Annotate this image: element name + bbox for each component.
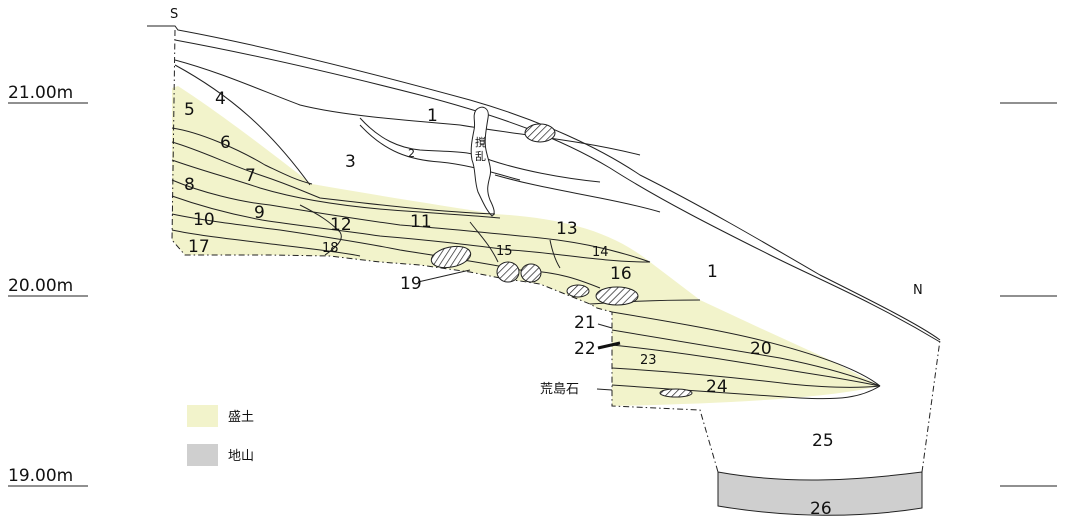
leader-stone <box>596 388 613 391</box>
stone-6 <box>595 286 639 306</box>
layer-label-13: 13 <box>556 219 578 239</box>
layer-label-26: 26 <box>810 499 832 519</box>
layer-label-14: 14 <box>592 245 609 260</box>
stone-2 <box>430 245 472 269</box>
layer-label-20: 20 <box>750 339 772 359</box>
stone-5 <box>566 284 590 298</box>
layer-label-15: 15 <box>496 244 513 259</box>
layer-label-7: 7 <box>245 166 256 186</box>
leader-21 <box>597 323 613 329</box>
layer-label-24: 24 <box>706 377 728 397</box>
layer-label-3: 3 <box>345 152 356 172</box>
leader-22 <box>597 341 621 350</box>
legend-label-fill: 盛土 <box>228 410 254 425</box>
disturbance-pit <box>470 106 495 217</box>
legend-label-bedrock: 地山 <box>228 449 254 464</box>
stone-name-label: 荒島石 <box>540 382 579 397</box>
bedrock-area <box>717 471 923 516</box>
elev-label-21: 21.00m <box>8 83 73 103</box>
layer-label-9: 9 <box>254 203 265 223</box>
legend-swatch-fill <box>187 405 218 427</box>
elev-label-20: 20.00m <box>8 276 73 296</box>
layer-label-16: 16 <box>610 264 632 284</box>
stone-1 <box>524 123 556 143</box>
layer-label-18: 18 <box>322 241 339 256</box>
disturbance-label-1: 撹 <box>475 135 486 149</box>
layer-label-1-north: 1 <box>707 262 718 282</box>
layer-label-21: 21 <box>574 313 596 333</box>
stone-4 <box>520 263 542 283</box>
legend-swatch-bedrock <box>187 444 218 466</box>
stone-3 <box>496 261 520 283</box>
leader-19 <box>417 269 471 283</box>
layer-label-22: 22 <box>574 339 596 359</box>
layer-label-5: 5 <box>184 100 195 120</box>
layer-label-6: 6 <box>220 133 231 153</box>
fill-soil-area <box>172 86 880 406</box>
stone-araishima <box>659 388 693 398</box>
layer-label-25: 25 <box>812 431 834 451</box>
layer-label-12: 12 <box>330 215 352 235</box>
ground-surface <box>147 25 941 341</box>
layer-label-17: 17 <box>188 237 210 257</box>
layer-label-1-top: 1 <box>427 106 438 126</box>
layer-label-2: 2 <box>408 147 415 160</box>
direction-north: N <box>913 283 923 298</box>
layer-label-19: 19 <box>400 274 422 294</box>
layer-label-10: 10 <box>193 210 215 230</box>
elev-label-19: 19.00m <box>8 466 73 486</box>
layer-label-11: 11 <box>410 212 432 232</box>
layer-label-23: 23 <box>640 353 657 368</box>
layer-label-4: 4 <box>215 89 226 109</box>
disturbance-label-2: 乱 <box>475 150 486 163</box>
direction-south: S <box>170 7 178 22</box>
excavation-boundary <box>171 29 941 473</box>
layer-label-8: 8 <box>184 175 195 195</box>
